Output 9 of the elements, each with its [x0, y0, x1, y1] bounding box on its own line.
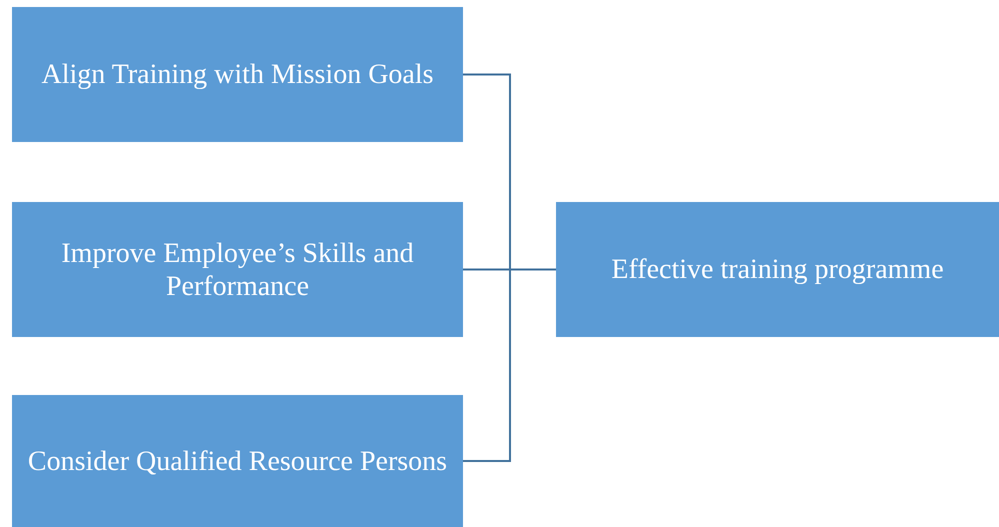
- process-box: [12, 395, 463, 527]
- connector-line: [463, 268, 556, 462]
- box-label: Effective training programme: [611, 253, 944, 286]
- process-box: [556, 202, 999, 337]
- process-box: [12, 7, 463, 142]
- box-label: Improve Employee’s Skills and Performance: [60, 236, 415, 302]
- box-label: Consider Qualified Resource Persons: [28, 444, 448, 478]
- process-box: [12, 202, 463, 337]
- box-label: Align Training with Mission Goals: [41, 58, 434, 91]
